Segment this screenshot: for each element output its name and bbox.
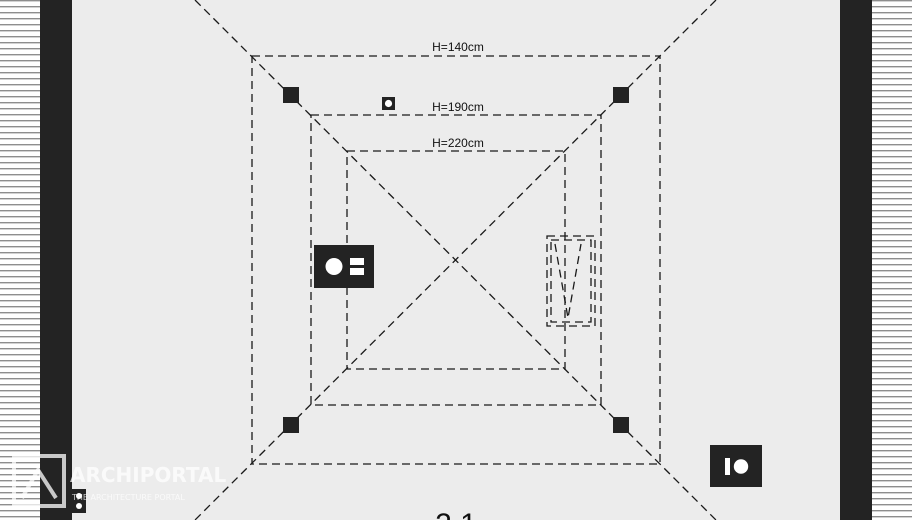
right-window-sill xyxy=(872,0,912,520)
watermark-brand: ARCHIPORTAL xyxy=(70,463,226,487)
room-number-label: 2.1 xyxy=(435,508,477,520)
post-bottom-left xyxy=(283,417,299,433)
height-label-inner: H=220cm xyxy=(432,136,484,150)
height-contour-220 xyxy=(346,150,566,370)
switch-icon xyxy=(710,445,762,487)
archiportal-watermark: ARCHIPORTAL THE ARCHITECTURE PORTAL xyxy=(12,454,226,508)
left-wall xyxy=(40,0,72,520)
chimney-outline xyxy=(546,235,596,327)
watermark-tagline: THE ARCHITECTURE PORTAL xyxy=(71,493,185,502)
post-bottom-right xyxy=(613,417,629,433)
socket-icon xyxy=(72,489,86,513)
roof-ridge-diagonal-b xyxy=(194,0,717,520)
right-wall xyxy=(840,0,872,520)
height-contour-190 xyxy=(310,114,602,406)
post-top-right xyxy=(613,87,629,103)
ceiling-light-icon xyxy=(382,97,395,110)
archiportal-logo-icon xyxy=(12,454,66,508)
left-window-sill xyxy=(0,0,40,520)
height-label-middle: H=190cm xyxy=(432,100,484,114)
height-label-outer: H=140cm xyxy=(432,40,484,54)
chimney-inner-outline xyxy=(550,239,592,323)
height-contour-140 xyxy=(251,55,661,465)
electrical-panel-icon xyxy=(314,245,374,288)
post-top-left xyxy=(283,87,299,103)
